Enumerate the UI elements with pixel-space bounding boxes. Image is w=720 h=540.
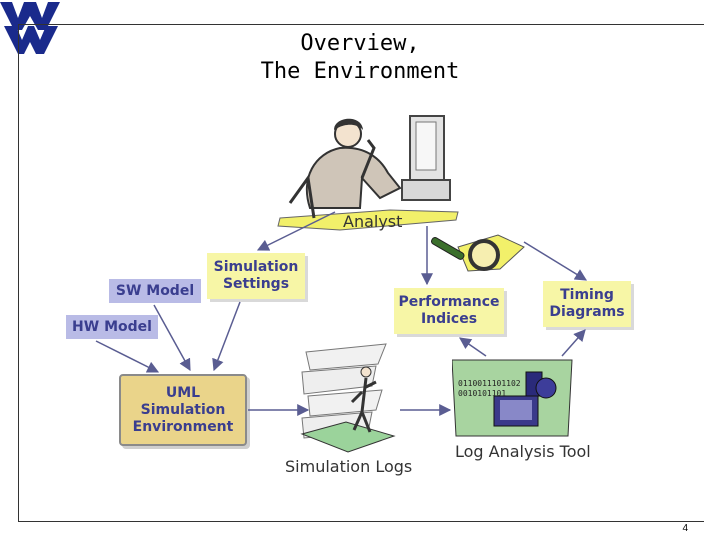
arrow-tool-to-performance <box>459 337 487 357</box>
arrow-hw-to-uml <box>95 340 160 373</box>
timing-diagrams-line-2: Diagrams <box>549 304 625 320</box>
arrow-tool-to-analyst-magnifier <box>523 241 588 281</box>
svg-text:0010101101: 0010101101 <box>458 389 506 398</box>
arrow-analyst-to-settings <box>256 211 336 251</box>
simulation-logs-label: Simulation Logs <box>285 457 413 476</box>
performance-indices-box: Performance Indices <box>394 288 504 334</box>
sw-model-label: SW Model <box>115 282 195 299</box>
uml-line-1: UML <box>165 384 201 401</box>
magnifier-clipart-icon <box>431 234 525 272</box>
performance-indices-line-2: Indices <box>420 311 478 327</box>
simulation-settings-line-1: Simulation <box>213 259 299 275</box>
slide-frame <box>18 24 704 522</box>
hw-model-label: HW Model <box>72 318 152 335</box>
performance-indices-line-1: Performance <box>398 294 500 310</box>
uml-simulation-environment-box: UML Simulation Environment <box>119 374 247 446</box>
page-number: 4 <box>682 523 688 534</box>
simulation-settings-box: Simulation Settings <box>207 253 305 299</box>
title-line-1: Overview, <box>300 31 420 56</box>
analyst-label: Analyst <box>343 212 403 231</box>
log-analysis-tool-clipart-icon: 0110011101102 0010101101 <box>452 359 573 437</box>
arrow-settings-to-uml <box>212 301 241 372</box>
uml-line-3: Environment <box>132 418 234 435</box>
analyst-clipart-icon <box>277 115 459 231</box>
timing-diagrams-box: Timing Diagrams <box>543 281 631 327</box>
slide-title: Overview, The Environment <box>200 30 520 86</box>
simulation-settings-line-2: Settings <box>222 276 290 292</box>
wv-logo-icon <box>0 2 60 54</box>
title-line-2: The Environment <box>260 59 460 84</box>
hw-model-box: HW Model <box>66 315 158 339</box>
sw-model-box: SW Model <box>109 279 201 303</box>
svg-text:0110011101102: 0110011101102 <box>458 379 521 388</box>
timing-diagrams-line-1: Timing <box>560 287 614 303</box>
simulation-logs-clipart-icon <box>300 343 396 453</box>
arrow-sw-to-uml <box>153 304 191 372</box>
uml-line-2: Simulation <box>140 401 226 418</box>
log-analysis-tool-label: Log Analysis Tool <box>455 442 591 461</box>
arrow-tool-to-timing <box>561 329 586 357</box>
